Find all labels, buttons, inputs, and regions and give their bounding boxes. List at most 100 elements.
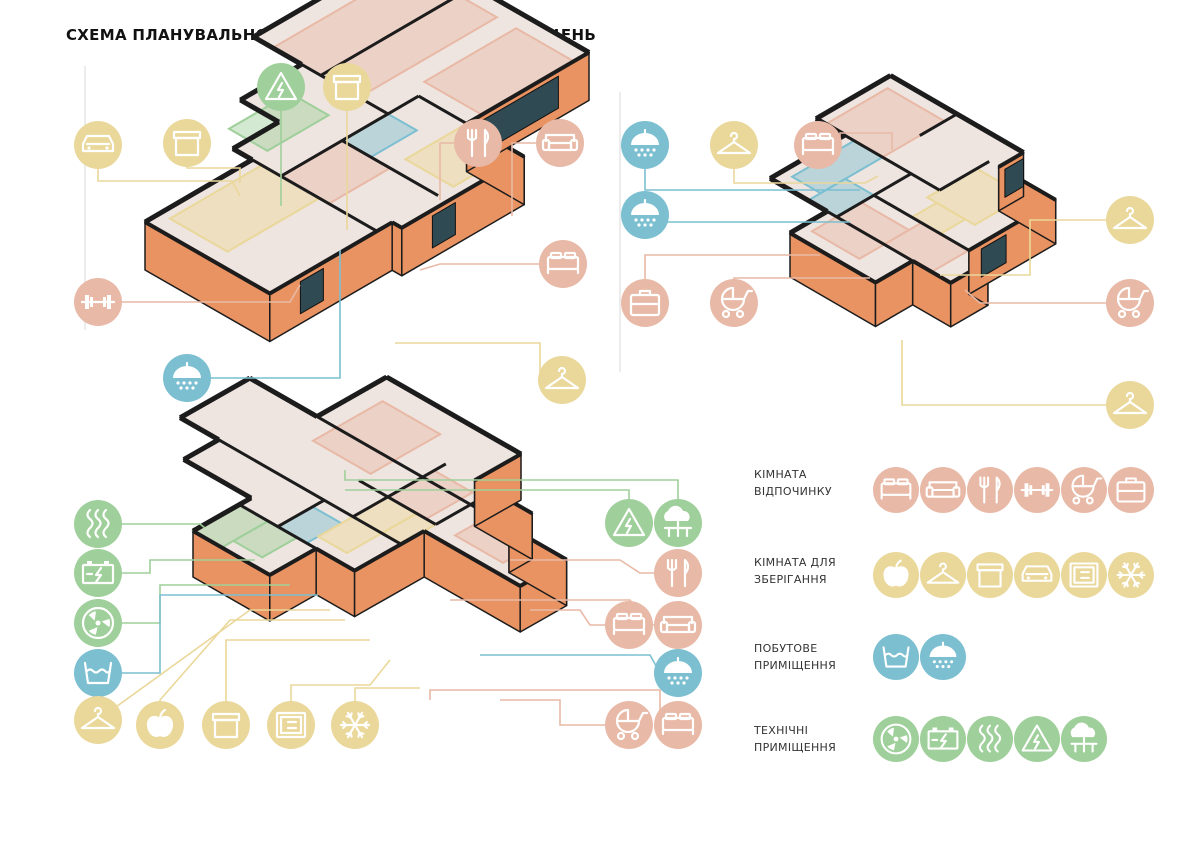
back-wall bbox=[231, 146, 254, 162]
back-wall bbox=[252, 0, 323, 40]
leader-line bbox=[480, 654, 678, 674]
wall-cap bbox=[465, 50, 591, 126]
leader-line bbox=[901, 340, 1130, 406]
back-wall bbox=[252, 34, 303, 67]
wall-cap bbox=[144, 220, 271, 296]
interior-wall bbox=[341, 139, 439, 197]
legend-sofa-icon bbox=[920, 467, 966, 513]
leader-line bbox=[98, 594, 318, 674]
ground-floor-hanger-icon bbox=[538, 356, 586, 404]
upper-floor-hanger-icon bbox=[1106, 196, 1154, 244]
back-wall bbox=[239, 97, 281, 125]
wall-cap bbox=[911, 259, 952, 285]
leader-line bbox=[225, 639, 370, 725]
window bbox=[980, 234, 1007, 278]
ground-floor-box-icon bbox=[323, 63, 371, 111]
legend-label-storage: КІМНАТА ДЛЯ ЗБЕРІГАННЯ bbox=[754, 554, 864, 588]
wall-cap bbox=[997, 150, 1025, 169]
back-wall bbox=[182, 457, 253, 501]
legend-stroller-icon bbox=[1061, 467, 1107, 513]
basement-sofa-icon bbox=[654, 601, 702, 649]
basement-fan-icon bbox=[74, 599, 122, 647]
wall-cap bbox=[268, 220, 394, 296]
back-wall bbox=[178, 375, 252, 420]
legend-electric-icon bbox=[1014, 716, 1060, 762]
window bbox=[1004, 158, 1024, 198]
ground-floor-electric-icon bbox=[257, 63, 305, 111]
ground-floor-plan bbox=[143, 0, 591, 343]
wall-cap bbox=[315, 546, 356, 573]
ground-floor-cutlery-icon bbox=[454, 119, 502, 167]
ground-floor-car-icon bbox=[74, 121, 122, 169]
wall-cap bbox=[353, 529, 426, 573]
back-wall bbox=[178, 415, 220, 442]
brick-wall bbox=[391, 221, 403, 277]
basement-stroller-icon bbox=[605, 701, 653, 749]
basement-bed-icon bbox=[654, 701, 702, 749]
legend-water-supply-icon bbox=[1061, 716, 1107, 762]
basement-washing-icon bbox=[74, 649, 122, 697]
legend-label-line: ТЕХНІЧНІ bbox=[754, 724, 809, 737]
legend-label-line: ПРИМІЩЕННЯ bbox=[754, 659, 837, 672]
back-wall bbox=[768, 176, 829, 214]
legend-label-technical: ТЕХНІЧНІ ПРИМІЩЕННЯ bbox=[754, 722, 864, 756]
back-wall bbox=[889, 73, 1025, 155]
interior-wall bbox=[277, 498, 325, 528]
legend-label-rest: КІМНАТА ВІДПОЧИНКУ bbox=[754, 466, 864, 500]
interior-wall bbox=[417, 94, 468, 125]
basement-safe-icon bbox=[267, 701, 315, 749]
legend-label-line: КІМНАТА bbox=[754, 468, 807, 481]
legend-label-line: ПРИМІЩЕННЯ bbox=[754, 741, 837, 754]
leader-line bbox=[395, 342, 562, 381]
legend-snowflake-icon bbox=[1108, 552, 1154, 598]
basement-apple-icon bbox=[136, 701, 184, 749]
interior-wall bbox=[251, 158, 378, 233]
room-rest bbox=[310, 400, 443, 475]
basement-bed-icon bbox=[605, 601, 653, 649]
back-wall bbox=[182, 437, 220, 462]
legend-briefcase-icon bbox=[1108, 467, 1154, 513]
basement-shower-icon bbox=[654, 649, 702, 697]
basement-battery-icon bbox=[74, 549, 122, 597]
interior-wall bbox=[938, 160, 990, 192]
legend-car-icon bbox=[1014, 552, 1060, 598]
wall-cap bbox=[391, 220, 403, 230]
upper-floor-bed-icon bbox=[794, 121, 842, 169]
legend-apple-icon bbox=[873, 552, 919, 598]
legend-shower-icon bbox=[920, 634, 966, 680]
basement-snowflake-icon bbox=[331, 701, 379, 749]
leader-line bbox=[98, 559, 255, 574]
leader-line bbox=[419, 263, 563, 271]
basement-electric-icon bbox=[605, 499, 653, 547]
interior-wall bbox=[280, 94, 420, 178]
upper-floor-stroller-icon bbox=[1106, 279, 1154, 327]
legend-label-line: КІМНАТА ДЛЯ bbox=[754, 556, 836, 569]
legend-hanger-icon bbox=[920, 552, 966, 598]
back-wall bbox=[814, 73, 892, 121]
upper-floor-plan bbox=[768, 73, 1057, 328]
ground-floor-dumbbell-icon bbox=[74, 278, 122, 326]
upper-floor-briefcase-icon bbox=[621, 279, 669, 327]
basement-water-supply-icon bbox=[654, 499, 702, 547]
legend-box-icon bbox=[967, 552, 1013, 598]
leader-line bbox=[187, 250, 341, 379]
legend-washing-icon bbox=[873, 634, 919, 680]
wall-cap bbox=[874, 259, 914, 285]
interior-wall bbox=[358, 479, 437, 526]
leader-line bbox=[97, 609, 330, 721]
legend-label-household: ПОБУТОВЕ ПРИМІЩЕННЯ bbox=[754, 640, 864, 674]
legend-safe-icon bbox=[1061, 552, 1107, 598]
upper-floor-hanger-icon bbox=[1106, 381, 1154, 429]
interior-wall bbox=[873, 194, 970, 252]
legend-label-line: ВІДПОЧИНКУ bbox=[754, 485, 832, 498]
ground-floor-sofa-icon bbox=[536, 119, 584, 167]
wall-cap bbox=[268, 546, 318, 577]
leader-line bbox=[940, 219, 1130, 276]
window bbox=[431, 202, 456, 249]
interior-wall bbox=[320, 0, 454, 77]
legend-bed-icon bbox=[873, 467, 919, 513]
interior-wall bbox=[826, 210, 914, 263]
wall-cap bbox=[473, 452, 522, 483]
basement-hanger-icon bbox=[74, 696, 122, 744]
